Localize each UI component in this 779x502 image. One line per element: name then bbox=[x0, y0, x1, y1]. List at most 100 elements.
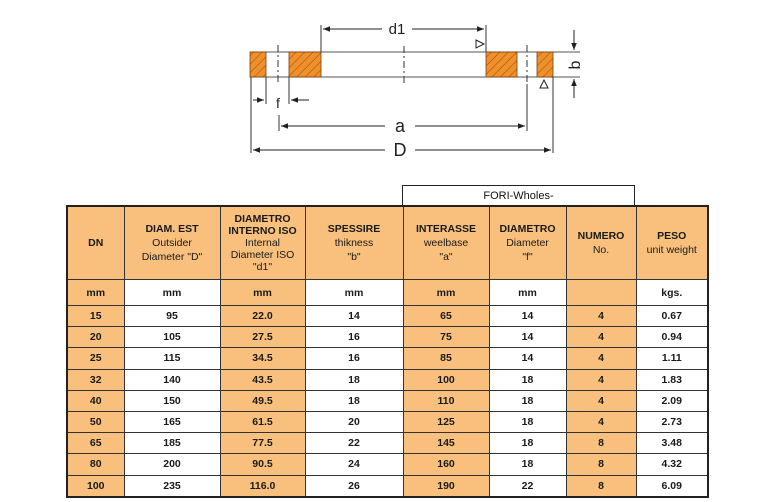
a-label: a bbox=[395, 116, 406, 136]
col-header-internal-diameter: DIAMETRO INTERNO ISO Internal Diameter I… bbox=[219, 205, 306, 280]
cell-wheelbase: 190 bbox=[402, 474, 490, 498]
center-lines bbox=[277, 45, 528, 84]
unit-cell: mm bbox=[123, 279, 221, 306]
flange-spec-table: DN DIAM. EST Outsider Diameter "D" DIAME… bbox=[66, 205, 709, 498]
header-title: NUMERO bbox=[577, 230, 625, 242]
cell-weight: 4.32 bbox=[635, 453, 709, 476]
cell-dn: 65 bbox=[66, 432, 125, 455]
header-title: SPESSIRE bbox=[327, 223, 381, 235]
cell-weight: 2.09 bbox=[635, 389, 709, 412]
cell-internal-diameter: 77.5 bbox=[219, 432, 306, 455]
header-sub: Diameter ISO bbox=[230, 249, 295, 261]
cell-weight: 3.48 bbox=[635, 432, 709, 455]
cell-weight: 2.73 bbox=[635, 410, 709, 434]
cell-hole-diameter: 18 bbox=[488, 389, 567, 412]
unit-cell: mm bbox=[304, 279, 404, 306]
finish-mark-top bbox=[475, 39, 486, 49]
cell-outside-diameter: 140 bbox=[123, 368, 221, 391]
header-title: PESO bbox=[657, 230, 687, 242]
cell-number: 8 bbox=[565, 432, 637, 455]
cell-wheelbase: 100 bbox=[402, 368, 490, 391]
cell-number: 8 bbox=[565, 453, 637, 476]
cell-thickness: 24 bbox=[304, 453, 404, 476]
col-header-dn: DN bbox=[66, 205, 125, 280]
cell-thickness: 26 bbox=[304, 474, 404, 498]
flange-cross-section-diagram: d1 b f a D bbox=[249, 21, 584, 160]
cell-hole-diameter: 18 bbox=[488, 410, 567, 434]
hatched-sections bbox=[249, 51, 554, 78]
col-header-hole-diameter: DIAMETRO Diameter "f" bbox=[488, 205, 567, 280]
col-header-thickness: SPESSIRE thikness "b" bbox=[304, 205, 404, 280]
finish-mark-bottom bbox=[539, 78, 549, 89]
cell-thickness: 14 bbox=[304, 304, 404, 328]
cell-wheelbase: 85 bbox=[402, 347, 490, 370]
col-header-weight: PESO unit weight bbox=[635, 205, 709, 280]
header-title: INTERASSE bbox=[415, 223, 477, 235]
header-title: INTERNO ISO bbox=[228, 225, 297, 237]
col-header-wheelbase: INTERASSE weelbase "a" bbox=[402, 205, 490, 280]
cell-internal-diameter: 27.5 bbox=[219, 326, 306, 349]
cell-weight: 1.83 bbox=[635, 368, 709, 391]
cell-wheelbase: 75 bbox=[402, 326, 490, 349]
cell-internal-diameter: 34.5 bbox=[219, 347, 306, 370]
cell-dn: 25 bbox=[66, 347, 125, 370]
header-title: DIAMETRO bbox=[234, 213, 291, 225]
cell-number: 4 bbox=[565, 347, 637, 370]
cell-wheelbase: 110 bbox=[402, 389, 490, 412]
cell-weight: 0.67 bbox=[635, 304, 709, 328]
cell-thickness: 16 bbox=[304, 347, 404, 370]
unit-cell bbox=[565, 279, 637, 306]
cell-hole-diameter: 14 bbox=[488, 304, 567, 328]
cell-dn: 15 bbox=[66, 304, 125, 328]
header-row: DN DIAM. EST Outsider Diameter "D" DIAME… bbox=[66, 205, 709, 280]
cell-internal-diameter: 116.0 bbox=[219, 474, 306, 498]
cell-outside-diameter: 150 bbox=[123, 389, 221, 412]
col-header-outside-diameter: DIAM. EST Outsider Diameter "D" bbox=[123, 205, 221, 280]
cell-hole-diameter: 18 bbox=[488, 368, 567, 391]
extension-lines bbox=[250, 25, 554, 153]
cell-thickness: 18 bbox=[304, 389, 404, 412]
f-label: f bbox=[276, 95, 280, 111]
cell-wheelbase: 65 bbox=[402, 304, 490, 328]
header-sub: "a" bbox=[439, 251, 453, 263]
units-row: mm mm mm mm mm mm kgs. bbox=[66, 279, 709, 306]
cell-internal-diameter: 90.5 bbox=[219, 453, 306, 476]
cell-wheelbase: 145 bbox=[402, 432, 490, 455]
header-sub: "b" bbox=[347, 251, 361, 263]
cell-outside-diameter: 165 bbox=[123, 410, 221, 434]
cell-hole-diameter: 14 bbox=[488, 326, 567, 349]
header-sub: No. bbox=[592, 244, 610, 256]
header-sub: "f" bbox=[522, 251, 533, 263]
cell-dn: 32 bbox=[66, 368, 125, 391]
cell-number: 4 bbox=[565, 326, 637, 349]
cell-dn: 40 bbox=[66, 389, 125, 412]
cell-thickness: 20 bbox=[304, 410, 404, 434]
header-sub: Diameter bbox=[506, 237, 549, 249]
cell-wheelbase: 125 bbox=[402, 410, 490, 434]
cell-thickness: 16 bbox=[304, 326, 404, 349]
header-sub: "d1" bbox=[252, 261, 273, 273]
fori-group-header: FORI-Wholes- bbox=[402, 185, 635, 205]
header-sub: unit weight bbox=[646, 244, 697, 256]
unit-cell: mm bbox=[219, 279, 306, 306]
unit-cell: mm bbox=[488, 279, 567, 306]
cell-outside-diameter: 95 bbox=[123, 304, 221, 328]
d1-label: d1 bbox=[389, 21, 406, 38]
cell-outside-diameter: 235 bbox=[123, 474, 221, 498]
cell-number: 4 bbox=[565, 304, 637, 328]
cell-dn: 20 bbox=[66, 326, 125, 349]
cell-thickness: 22 bbox=[304, 432, 404, 455]
cell-internal-diameter: 49.5 bbox=[219, 389, 306, 412]
cell-hole-diameter: 18 bbox=[488, 453, 567, 476]
cell-outside-diameter: 105 bbox=[123, 326, 221, 349]
cell-outside-diameter: 115 bbox=[123, 347, 221, 370]
col-header-number: NUMERO No. bbox=[565, 205, 637, 280]
